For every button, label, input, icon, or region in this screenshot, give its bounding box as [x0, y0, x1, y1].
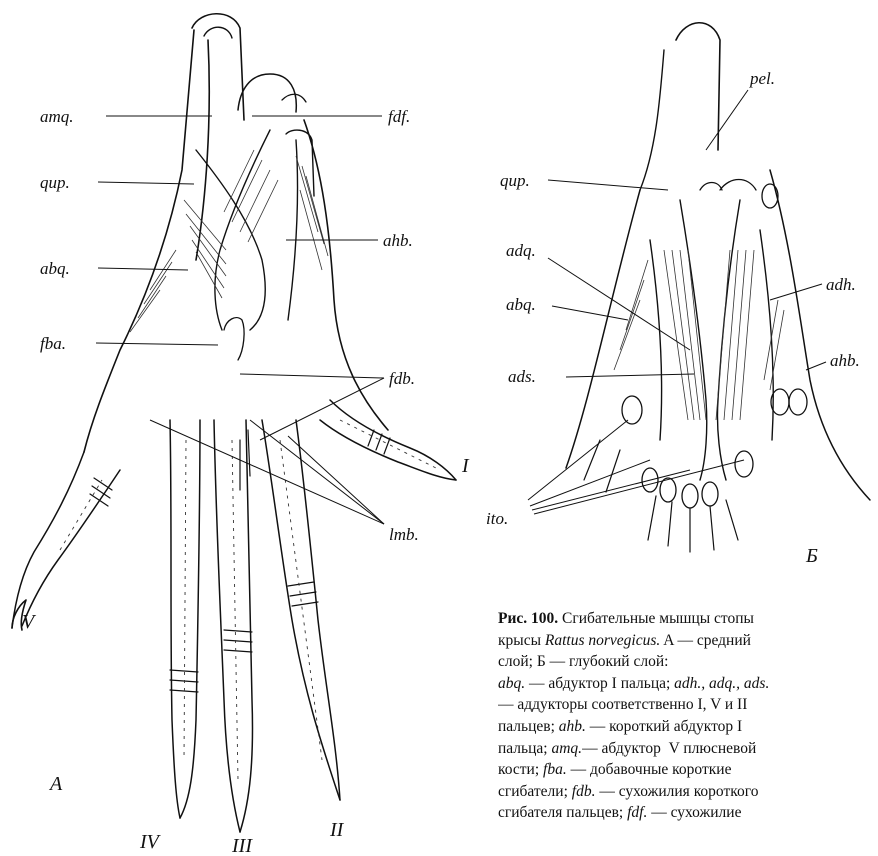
caption-abbrev: abq. — [498, 675, 525, 692]
caption-text: сгибателя пальцев; — [498, 804, 627, 821]
caption-line-10: сгибателя пальцев; fdf. — сухожилие — [498, 802, 878, 824]
caption-text: кости; — [498, 761, 543, 778]
caption-text: пальцев; — [498, 718, 559, 735]
digit-a-iv: IV — [139, 831, 162, 853]
digit-a-ii: II — [329, 819, 345, 841]
caption-text: A — средний — [660, 632, 751, 649]
caption-line-3: слой; Б — глубокий слой: — [498, 651, 878, 673]
label-b-ads: ads. — [508, 367, 536, 386]
caption-line-5: — аддукторы соответственно I, V и II — [498, 694, 878, 716]
caption-abbrev: fdf. — [627, 804, 647, 821]
caption-abbrev: fba. — [543, 761, 567, 778]
caption-text: — абдуктор I пальца; — [525, 675, 674, 692]
caption-abbrev: fdb. — [572, 783, 596, 800]
digit-a-i: I — [461, 455, 470, 477]
label-b-ito: ito. — [486, 509, 508, 528]
caption-abbrev: amq. — [551, 740, 582, 757]
caption-species: Rattus norvegicus. — [545, 632, 660, 649]
caption-text: пальца; — [498, 740, 551, 757]
label-b-ahb: ahb. — [830, 351, 860, 370]
label-b-pel: pel. — [749, 69, 775, 88]
caption-title-text: Сгибательные мышцы стопы — [558, 610, 754, 627]
caption-abbrev: adh., adq., ads. — [674, 675, 769, 692]
label-b-qup: qup. — [500, 171, 530, 190]
caption-text: сгибатели; — [498, 783, 572, 800]
caption-text: — короткий абдуктор I — [586, 718, 742, 735]
label-b-abq: abq. — [506, 295, 536, 314]
digit-a-iii: III — [231, 835, 253, 856]
caption-line-8: кости; fba. — добавочные короткие — [498, 759, 878, 781]
caption-line-2: крысы Rattus norvegicus. A — средний — [498, 630, 878, 652]
panel-b-leaders — [528, 90, 826, 514]
caption-abbrev: ahb. — [559, 718, 586, 735]
label-b-adh: adh. — [826, 275, 856, 294]
panel-b-letter: Б — [805, 545, 818, 567]
label-a-amq: amq. — [40, 107, 74, 126]
caption-line-6: пальцев; ahb. — короткий абдуктор I — [498, 716, 878, 738]
label-a-qup: qup. — [40, 173, 70, 192]
caption-line-7: пальца; amq.— абдуктор V плюсневой — [498, 738, 878, 760]
panel-a-letter: A — [48, 773, 63, 795]
label-a-abq: abq. — [40, 259, 70, 278]
caption-text: — сухожилие — [647, 804, 741, 821]
label-a-ahb: ahb. — [383, 231, 413, 250]
caption-text: — добавочные короткие — [567, 761, 732, 778]
label-a-lmb: lmb. — [389, 525, 419, 544]
caption-line-1: Рис. 100. Сгибательные мышцы стопы — [498, 608, 878, 630]
caption-line-9: сгибатели; fdb. — сухожилия короткого — [498, 781, 878, 803]
label-a-fdb: fdb. — [389, 369, 415, 388]
panel-b-drawing — [566, 23, 870, 552]
caption-text: — сухожилия короткого — [595, 783, 758, 800]
caption-text: крысы — [498, 632, 545, 649]
caption-line-4: abq. — абдуктор I пальца; adh., adq., ad… — [498, 673, 878, 695]
label-a-fba: fba. — [40, 334, 66, 353]
label-b-adq: adq. — [506, 241, 536, 260]
caption-fig-number: Рис. 100. — [498, 610, 558, 627]
label-a-fdf: fdf. — [388, 107, 410, 126]
digit-a-v: V — [22, 611, 37, 633]
caption-text: — абдуктор V плюсневой — [582, 740, 756, 757]
panel-a-drawing — [12, 14, 456, 832]
